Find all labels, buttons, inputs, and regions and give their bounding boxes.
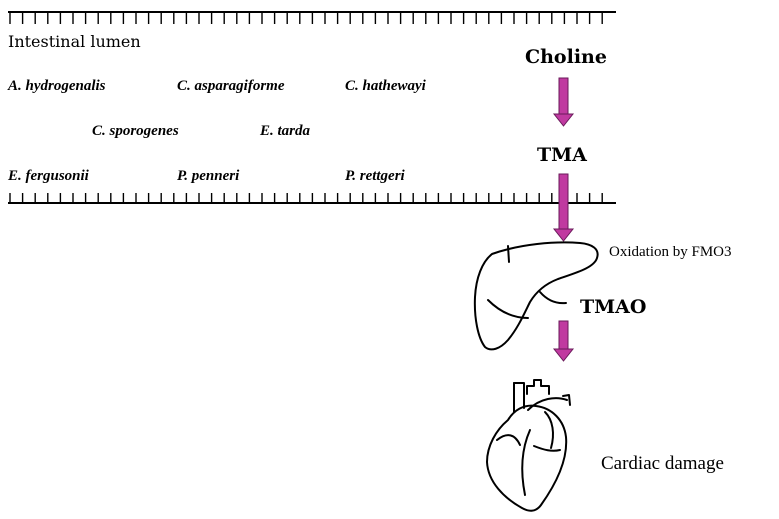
cardiac-damage-label: Cardiac damage — [601, 453, 724, 474]
membrane-bottom-ticks — [9, 193, 603, 203]
liver-icon — [473, 241, 599, 351]
bacterium-label: C. sporogenes — [92, 123, 179, 139]
bacterium-label: C. hathewayi — [345, 78, 426, 94]
heart-icon — [486, 379, 571, 512]
oxidation-label: Oxidation by FMO3 — [609, 244, 732, 260]
choline-label: Choline — [525, 46, 607, 68]
arrow-choline-to-tma — [552, 77, 575, 127]
membrane-top-ticks — [9, 12, 603, 24]
arrow-tmao-to-heart — [552, 320, 575, 362]
bacterium-label: A. hydrogenalis — [8, 78, 106, 94]
bacterium-label: E. tarda — [260, 123, 311, 139]
bacterium-label: P. penneri — [177, 168, 240, 184]
intestinal-lumen-label: Intestinal lumen — [8, 32, 141, 51]
tmao-label: TMAO — [580, 296, 647, 318]
tma-label: TMA — [537, 144, 587, 166]
bacterium-label: C. asparagiforme — [177, 78, 285, 94]
bacterium-label: E. fergusonii — [8, 168, 89, 184]
bacterium-label: P. rettgeri — [345, 168, 405, 184]
arrow-tma-to-liver — [552, 173, 575, 242]
